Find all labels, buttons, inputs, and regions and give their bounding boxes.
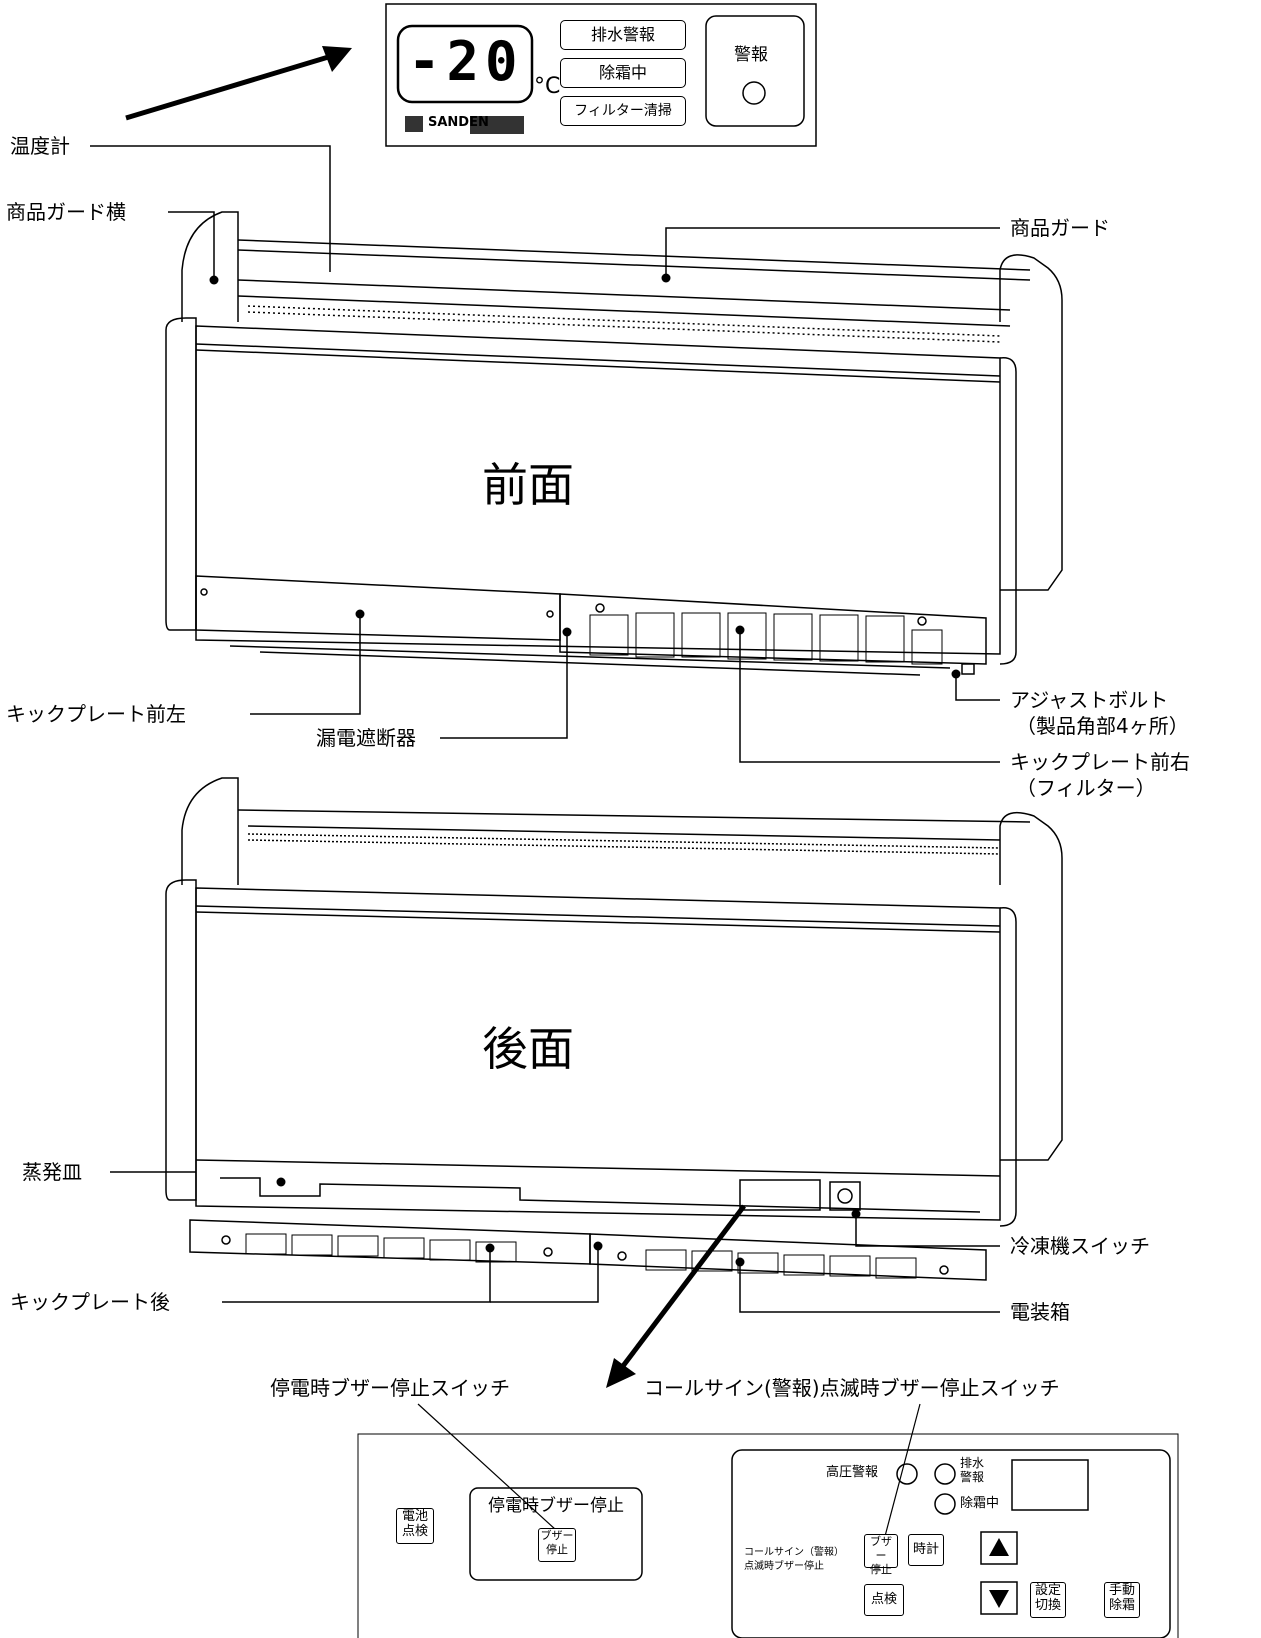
front-vents — [589, 612, 943, 665]
callout-evap-tray: 蒸発皿 — [22, 1160, 82, 1184]
rear-case — [165, 777, 1063, 1281]
sanden-logo-mark — [405, 116, 423, 132]
callout-breaker: 漏電遮断器 — [316, 726, 416, 750]
status-drain-alarm: 排水警報 — [560, 20, 686, 50]
temperature-unit: °C — [534, 74, 561, 99]
callout-power-fail-buzzer-switch: 停電時ブザー停止スイッチ — [270, 1376, 510, 1400]
top-panel-frame — [385, 3, 817, 147]
alarm-box — [705, 15, 805, 127]
drain-alarm-label-2: 警報 — [960, 1470, 985, 1484]
defrost-label: 除霜中 — [960, 1496, 1000, 1511]
callout-thermometer: 温度計 — [10, 134, 70, 158]
callout-adjust-bolt: アジャストボルト — [1010, 688, 1169, 712]
high-pressure-alarm-label: 高圧警報 — [826, 1465, 879, 1480]
buzzer-stop-key-1: ブザー 停止 — [538, 1528, 576, 1562]
power-fail-title: 停電時ブザー停止 — [488, 1496, 624, 1516]
callout-callsign-buzzer-switch: コールサイン(警報)点滅時ブザー停止スイッチ — [644, 1376, 1060, 1400]
sanden-logo-box — [470, 116, 524, 134]
callsign-note-2: 点滅時ブザー停止 — [744, 1561, 824, 1572]
callout-adjust-bolt-note: （製品角部4ヶ所） — [1016, 714, 1189, 738]
rear-vents — [245, 1233, 917, 1279]
callout-electrical-box: 電装箱 — [1010, 1300, 1070, 1324]
front-case — [165, 211, 1063, 676]
alarm-label: 警報 — [734, 45, 768, 65]
callout-guard-side: 商品ガード横 — [6, 200, 126, 224]
bottom-panel — [357, 1433, 1179, 1638]
alarm-lamp — [742, 81, 766, 105]
callout-kick-rear: キックプレート後 — [10, 1290, 170, 1314]
manual-defrost-key: 手動 除霜 — [1104, 1582, 1140, 1618]
drain-alarm-label-1: 排水 — [960, 1456, 985, 1470]
temperature-readout: -20 — [408, 30, 524, 93]
callout-kick-front-right: キックプレート前右 — [1010, 750, 1190, 774]
check-key: 点検 — [864, 1584, 904, 1616]
callout-guard: 商品ガード — [1010, 216, 1110, 240]
clock-key: 時計 — [908, 1534, 944, 1566]
callout-kick-front-right-note: （フィルター） — [1016, 776, 1156, 800]
rear-view-title: 後面 — [482, 1022, 574, 1076]
battery-check-key: 電池 点検 — [396, 1508, 434, 1544]
setting-switch-key: 設定 切換 — [1030, 1582, 1066, 1618]
callout-fridge-switch: 冷凍機スイッチ — [1010, 1234, 1150, 1258]
leaders — [90, 145, 1000, 1313]
callsign-note-1: コールサイン（警報） — [744, 1547, 844, 1558]
front-view-title: 前面 — [482, 458, 574, 512]
buzzer-stop-key-2: ブザー 停止 — [864, 1534, 898, 1576]
temp-display — [396, 24, 534, 104]
status-filter-clean: フィルター清掃 — [560, 96, 686, 126]
callout-kick-front-left: キックプレート前左 — [6, 702, 186, 726]
brand-logo: SANDEN — [428, 115, 489, 130]
status-defrost: 除霜中 — [560, 58, 686, 88]
